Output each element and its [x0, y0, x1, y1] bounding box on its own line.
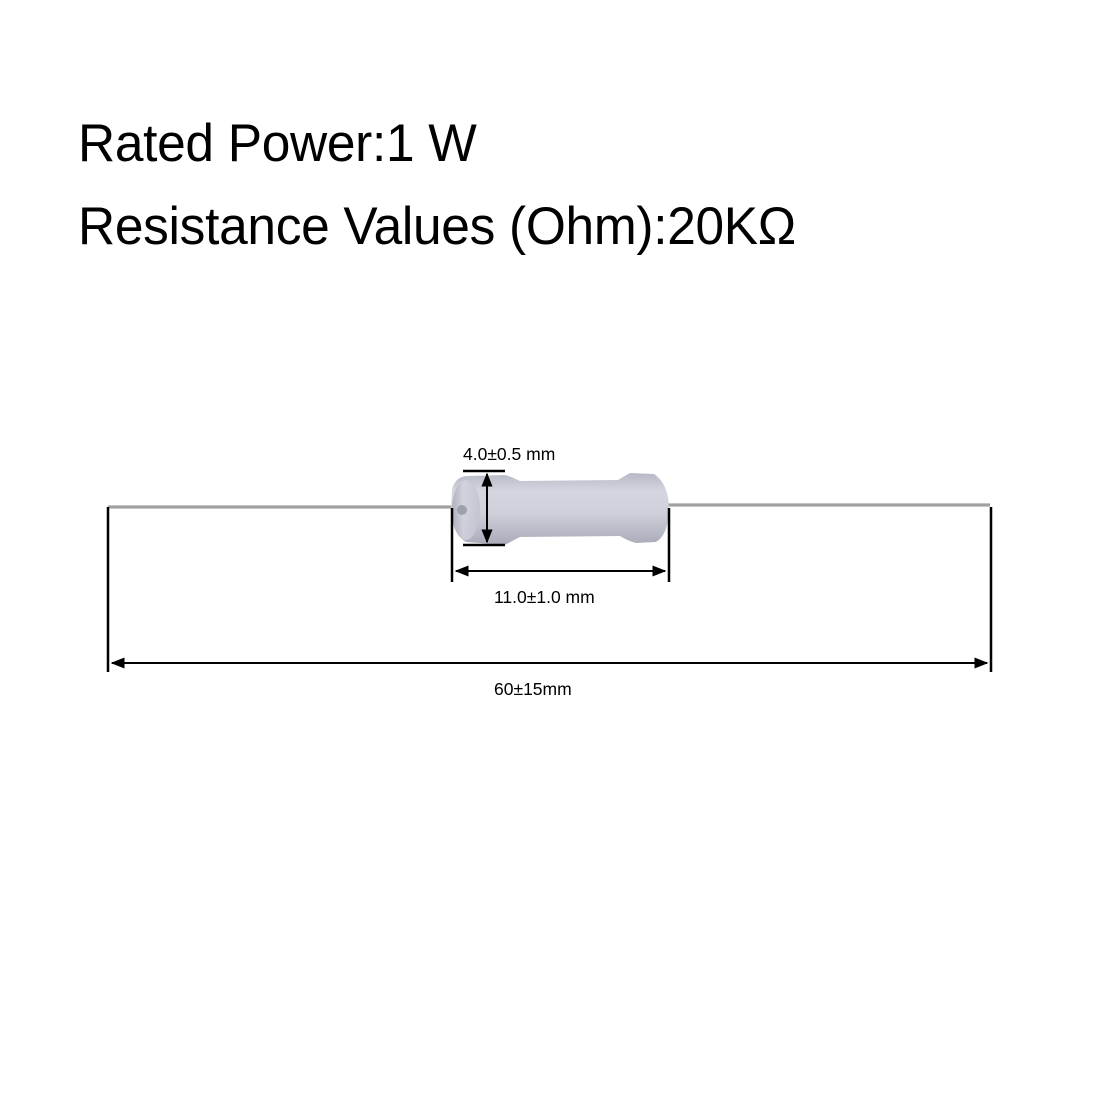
- resistor-lead-left: [108, 505, 453, 509]
- resistance-value-label: Resistance Values (Ohm):20KΩ: [78, 197, 796, 256]
- rated-power-label: Rated Power:1 W: [78, 114, 477, 173]
- diameter-dimension: [463, 469, 505, 547]
- diameter-label: 4.0±0.5 mm: [463, 444, 556, 464]
- resistor-body: [451, 473, 669, 545]
- resistor-lead-right: [665, 503, 990, 507]
- total-length-dimension: [106, 507, 993, 672]
- body-length-dimension: [450, 508, 671, 582]
- body-length-label: 11.0±1.0 mm: [494, 587, 595, 607]
- total-length-label: 60±15mm: [494, 679, 572, 699]
